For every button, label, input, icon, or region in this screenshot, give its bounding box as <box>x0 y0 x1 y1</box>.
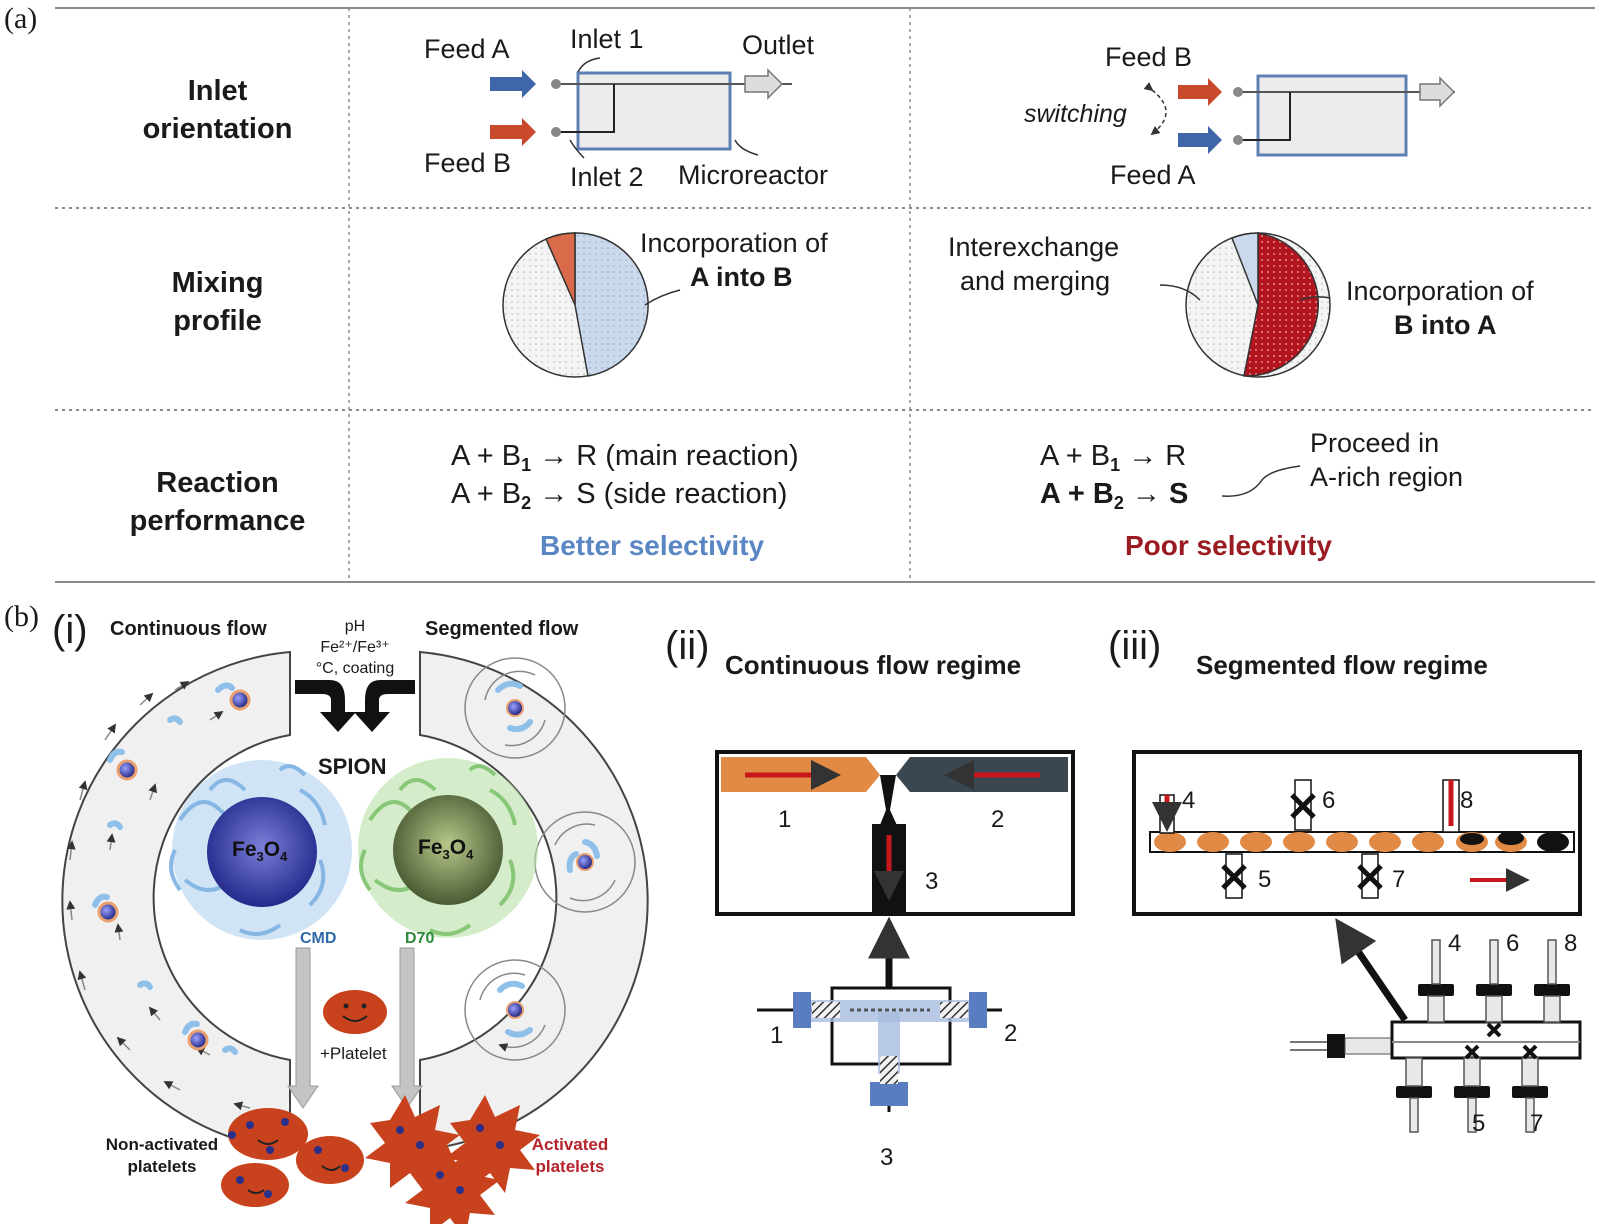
platelet-arrows <box>287 947 423 1109</box>
left-feed-b-label: Feed B <box>424 148 512 178</box>
segmented-flow-chip <box>1132 750 1582 916</box>
fitting-port-8: 8 <box>1564 930 1578 957</box>
chip-port-5: 5 <box>1258 866 1272 893</box>
d70-label: D70 <box>405 930 435 947</box>
proceed-label-2: A-rich region <box>1310 462 1464 492</box>
spion-particles-continuous <box>92 682 251 1055</box>
segmented-droplets <box>464 657 636 1061</box>
fitting-port-5: 5 <box>1472 1110 1486 1137</box>
outlet-label: Outlet <box>742 30 815 60</box>
left-equation-2: A + B2 → S (side reaction) <box>451 478 788 513</box>
zoom-arrow <box>1335 918 1408 1022</box>
right-pie-label-1: Incorporation of <box>1346 276 1534 306</box>
right-feed-a-label: Feed A <box>1110 160 1196 190</box>
row-header-mixing: Mixing profile <box>171 267 264 337</box>
platelet-label: +Platelet <box>320 1044 387 1063</box>
flow-arrows <box>66 681 251 1111</box>
continuous-flow-label: Continuous flow <box>110 618 267 640</box>
t-junction-fitting <box>757 986 1002 1112</box>
microreactor-label: Microreactor <box>678 160 829 190</box>
non-activated-label: Non-activated platelets <box>105 1135 219 1176</box>
subpanel-i-label: (i) <box>52 608 88 652</box>
segmented-flow-label: Segmented flow <box>425 618 579 640</box>
spion-label: SPION <box>318 754 387 779</box>
continuous-regime-title: Continuous flow regime <box>725 650 1022 680</box>
chip-port-2: 2 <box>991 806 1005 833</box>
subpanel-iii-label: (iii) <box>1108 624 1162 668</box>
inlet-2-label: Inlet 2 <box>570 162 644 192</box>
row-header-inlet: Inlet orientation <box>142 75 293 145</box>
fitting-port-4: 4 <box>1448 930 1462 957</box>
fitting-port-1: 1 <box>770 1022 784 1049</box>
chip-port-7: 7 <box>1392 866 1406 893</box>
synthesis-arrows <box>295 680 415 732</box>
right-equation-2: A + B2 → S <box>1040 478 1189 513</box>
left-pie-label-2: A into B <box>690 262 793 292</box>
pie-right <box>1159 232 1331 378</box>
flow-ring <box>61 650 649 1152</box>
platelet-icon <box>323 990 387 1034</box>
cmd-coated-particle <box>169 760 352 940</box>
right-feed-b-label: Feed B <box>1105 42 1193 72</box>
better-selectivity-label: Better selectivity <box>540 530 765 561</box>
inlet-1-label: Inlet 1 <box>570 24 644 54</box>
row-header-reaction: Reaction performance <box>129 467 306 537</box>
switching-label: switching <box>1024 100 1127 128</box>
poor-selectivity-label: Poor selectivity <box>1125 530 1332 561</box>
manifold-fitting <box>1290 939 1582 1133</box>
activated-label: Activated platelets <box>531 1135 609 1176</box>
microreactor-right <box>1143 74 1456 157</box>
interexchange-label-2: and merging <box>960 266 1111 296</box>
subpanel-ii-label: (ii) <box>665 624 710 668</box>
chip-port-6: 6 <box>1322 787 1336 814</box>
fitting-port-3: 3 <box>880 1144 894 1171</box>
continuous-flow-chip <box>715 750 1075 990</box>
panel-b-label: (b) <box>4 600 39 633</box>
left-feed-a-label: Feed A <box>424 34 510 64</box>
synthesis-conditions: pH Fe²⁺/Fe³⁺ °C, coating <box>315 618 395 677</box>
pie-left <box>502 232 681 378</box>
chip-port-4: 4 <box>1182 787 1196 814</box>
microreactor-left <box>490 57 792 159</box>
left-equation-1: A + B1 → R (main reaction) <box>451 440 799 475</box>
non-activated-platelets <box>221 1108 364 1207</box>
segmented-regime-title: Segmented flow regime <box>1196 650 1488 680</box>
cmd-label: CMD <box>300 930 337 947</box>
fitting-port-6: 6 <box>1506 930 1520 957</box>
activated-platelets <box>365 1095 540 1224</box>
panel-a-label: (a) <box>4 2 38 35</box>
chip-port-3: 3 <box>925 868 939 895</box>
chip-port-8: 8 <box>1460 787 1474 814</box>
d70-coated-particle <box>358 758 538 938</box>
proceed-label-1: Proceed in <box>1310 428 1440 458</box>
note-pointer <box>1221 465 1301 497</box>
interexchange-label-1: Interexchange <box>948 232 1120 262</box>
right-equation-1: A + B1 → R <box>1040 440 1187 475</box>
table-grid <box>55 7 1595 583</box>
fe3o4-label-left: Fe3O4 <box>232 838 288 864</box>
fitting-port-7: 7 <box>1530 1110 1544 1137</box>
chip-port-1: 1 <box>778 806 792 833</box>
right-pie-label-2: B into A <box>1394 310 1497 340</box>
left-pie-label-1: Incorporation of <box>640 228 828 258</box>
fitting-port-2: 2 <box>1004 1020 1018 1047</box>
fe3o4-label-right: Fe3O4 <box>418 836 474 862</box>
